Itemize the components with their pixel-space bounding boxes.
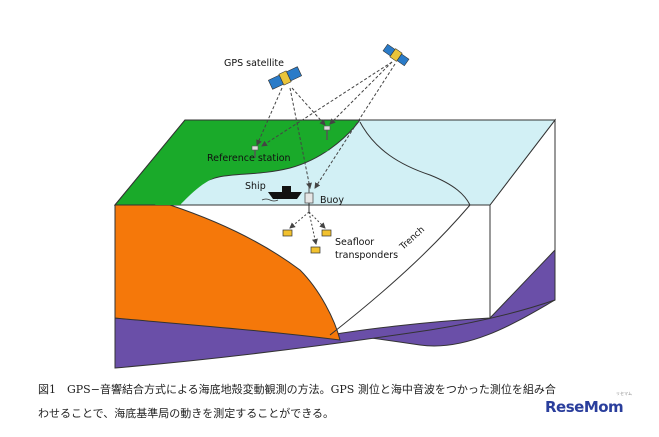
transponder-2-icon bbox=[321, 229, 332, 237]
caption-line-2: わせることで、海底基準局の動きを測定することができる。 bbox=[38, 407, 335, 420]
caption-line-1: 図1 GPS−音響結合方式による海底地殻変動観測の方法。GPS 測位と海中音波を… bbox=[38, 383, 556, 396]
gps-signal-lines bbox=[256, 61, 396, 189]
label-buoy: Buoy bbox=[320, 195, 344, 206]
figure-caption: 図1 GPS−音響結合方式による海底地殻変動観測の方法。GPS 測位と海中音波を… bbox=[38, 378, 618, 426]
resemom-logo-subtext: リセマム bbox=[616, 391, 632, 396]
transponder-3-icon bbox=[310, 246, 321, 254]
trench-line bbox=[359, 121, 471, 206]
plate-front bbox=[114, 204, 341, 341]
label-gps-satellite: GPS satellite bbox=[224, 58, 284, 69]
reference-station-tower-2 bbox=[323, 125, 331, 140]
resemom-logo: ReseMom bbox=[545, 398, 624, 416]
land-inner bbox=[155, 150, 330, 205]
acoustic-signal-lines bbox=[289, 211, 326, 245]
buoy-icon bbox=[304, 187, 314, 212]
transponder-1-icon bbox=[282, 229, 293, 237]
label-reference-station: Reference station bbox=[207, 153, 291, 164]
label-ship: Ship bbox=[245, 181, 266, 192]
reference-station-tower-1 bbox=[251, 145, 259, 158]
label-seafloor-transponders-1: Seafloor bbox=[335, 237, 374, 248]
gps-satellite-2-icon bbox=[382, 43, 410, 67]
label-seafloor-transponders-2: transponders bbox=[335, 250, 398, 261]
trench-line-front bbox=[329, 204, 471, 336]
gps-satellite-1-icon bbox=[267, 66, 303, 90]
ship-icon bbox=[261, 186, 302, 202]
